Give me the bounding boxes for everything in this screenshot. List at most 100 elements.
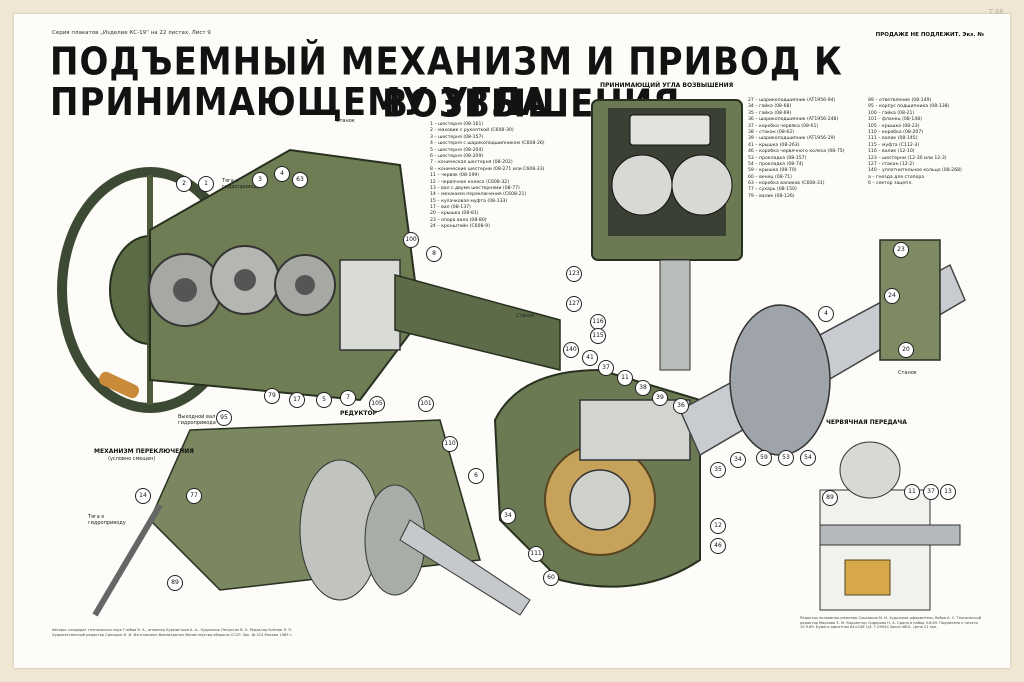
worm-gearbox xyxy=(493,368,701,588)
legend-left: 1 – шестерня (08-161) 2 – маховик с руко… xyxy=(430,122,545,231)
legend-item: 13 – вал с двумя шестернями (08-77) xyxy=(430,185,520,191)
label-stanok-mid: Станок xyxy=(516,313,535,319)
callout: 7 xyxy=(340,390,356,406)
legend-right: 89 – ответвление (08-149) 95 – корпус по… xyxy=(868,98,962,187)
callout: 46 xyxy=(710,538,726,554)
callout: 77 xyxy=(186,488,202,504)
callout: 101 xyxy=(418,396,434,412)
switch-title: МЕХАНИЗМ ПЕРЕКЛЮЧЕНИЯ xyxy=(94,448,194,455)
callout: 24 xyxy=(884,288,900,304)
callout: 54 xyxy=(800,450,816,466)
callout: 2 xyxy=(176,176,192,192)
callout: 23 xyxy=(893,242,909,258)
poster-title-line-1: ПОДЪЕМНЫЙ МЕХАНИЗМ И ПРИВОД К ПРИНИМАЮЩЕ… xyxy=(50,39,843,125)
callout: 34 xyxy=(730,452,746,468)
callout: 53 xyxy=(778,450,794,466)
switch-subtitle: (условно смещен) xyxy=(108,456,156,462)
callout: 35 xyxy=(710,462,726,478)
callout: 38 xyxy=(635,380,651,396)
footer-credits-left: Авторы: кандидат технических наук Глебов… xyxy=(52,628,293,637)
callout: 11 xyxy=(617,370,633,386)
legend-item: б – сектор зацепл. xyxy=(868,181,913,187)
legend-item: 127 – стакан (12-2) xyxy=(868,161,915,167)
callout: 115 xyxy=(590,328,606,344)
legend-item: 110 – коробка (08-207) xyxy=(868,129,924,135)
callout: 8 xyxy=(426,246,442,262)
legend-item: 59 – крышка (08-70) xyxy=(748,168,797,174)
reducer-housing xyxy=(148,148,422,402)
legend-item: 7 – коническая шестерня (08-202) xyxy=(430,160,513,166)
callout: 3 xyxy=(252,172,268,188)
restriction-note: ПРОДАЖЕ НЕ ПОДЛЕЖИТ. Экз. № xyxy=(875,32,984,38)
callout: 105 xyxy=(369,396,385,412)
legend-item: 39 – шарикоподшипник (AT1956-29) xyxy=(748,136,836,142)
label-tyaga-top: Тяга к гидроприводу xyxy=(222,178,260,190)
worm-title: ЧЕРВЯЧНАЯ ПЕРЕДАЧА xyxy=(826,419,907,426)
legend-mid: 27 – шарикоподшипник (AT1956-94) 34 – га… xyxy=(748,98,844,200)
footer-credits-right: Редактор полковник-инженер Сошников М. И… xyxy=(800,616,982,630)
legend-item: 11 – червяк (08-199) xyxy=(430,173,480,179)
callout: 39 xyxy=(652,390,668,406)
legend-item: 46 – коробка червячного колеса (08-75) xyxy=(748,149,845,155)
callout: 41 xyxy=(582,350,598,366)
callout: 123 xyxy=(566,266,582,282)
callout: 20 xyxy=(898,342,914,358)
callout: 37 xyxy=(923,484,939,500)
callout: 11 xyxy=(904,484,920,500)
callout: 79 xyxy=(264,388,280,404)
legend-item: 24 – кронштейн (С608-9) xyxy=(430,224,490,230)
receiver-illustration xyxy=(591,99,743,371)
receiver-title: ПРИНИМАЮЩИЙ УГЛА ВОЗВЫШЕНИЯ xyxy=(600,82,734,89)
callout: 111 xyxy=(528,546,544,562)
legend-item: 89 – ответвление (08-149) xyxy=(868,98,932,103)
legend-item: 2 – маховик с рукояткой (С608-30) xyxy=(430,128,514,134)
legend-item: 41 – крышка (08-263) xyxy=(748,142,800,148)
callout: 12 xyxy=(710,518,726,534)
legend-item: 37 – коробка червяка (08-61) xyxy=(748,123,819,129)
legend-item: 105 – крышка (08-23) xyxy=(868,123,920,129)
legend-item: 79 – валик (08-126) xyxy=(748,193,795,199)
legend-item: 1 – шестерня (08-161) xyxy=(430,122,484,127)
callout: 6 xyxy=(468,468,484,484)
legend-item: 27 – шарикоподшипник (AT1956-94) xyxy=(748,98,836,103)
callout: 13 xyxy=(940,484,956,500)
callout: 4 xyxy=(274,166,290,182)
legend-item: 6 – шестерня (08-209) xyxy=(430,153,484,159)
series-line: Серия плакатов „Изделие КС-19“ на 22 лис… xyxy=(52,30,211,36)
callout: 63 xyxy=(292,172,308,188)
legend-item: 5 – шестерня (08-204) xyxy=(430,147,484,153)
legend-item: 115 – муфта (С112-3) xyxy=(868,142,920,148)
legend-item: 100 – гайка (08-21) xyxy=(868,110,915,116)
callout: 5 xyxy=(316,392,332,408)
callout: 17 xyxy=(289,392,305,408)
legend-item: 20 – крышка (08-81) xyxy=(430,211,479,217)
label-stanok-right: Станок xyxy=(898,370,917,376)
legend-item: 60 – венец (08-71) xyxy=(748,174,792,180)
callout: 60 xyxy=(543,570,559,586)
legend-item: 54 – прокладка (08-74) xyxy=(748,161,804,167)
legend-item: 15 – кулачковая муфта (08-133) xyxy=(430,198,508,204)
corner-mark: Т 66 xyxy=(988,8,1004,16)
worm-transmission-detail xyxy=(819,441,961,611)
callout: 37 xyxy=(598,360,614,376)
callout: 4 xyxy=(818,306,834,322)
legend-item: 8 – конические шестерни (08-271 или С608… xyxy=(430,166,545,172)
callout: 95 xyxy=(216,410,232,426)
legend-item: 101 – фланец (08-148) xyxy=(868,117,922,123)
callout: 110 xyxy=(442,436,458,452)
callout: 1 xyxy=(198,176,214,192)
legend-item: 14 – механизм переключения (С608-21) xyxy=(430,192,527,198)
legend-item: 36 – шарикоподшипник (AT1956-248) xyxy=(748,117,839,123)
callout: 36 xyxy=(673,398,689,414)
callout: 100 xyxy=(403,232,419,248)
legend-item: 23 – опора вала (08-80) xyxy=(430,217,487,223)
callout: 59 xyxy=(756,450,772,466)
legend-item: 38 – стакан (08-62) xyxy=(748,129,795,135)
label-tyaga-bottom: Тяга к гидроприводу xyxy=(88,514,126,526)
legend-item: а – гнезда для стопора xyxy=(868,174,925,180)
label-vyhodnoy-val: Выходной вал гидропривода xyxy=(178,414,216,426)
legend-item: 140 – уплотнительное кольцо (08-268) xyxy=(868,168,962,174)
legend-item: 111 – валик (08-145) xyxy=(868,136,918,142)
legend-item: 123 – шестерни (12-30 или 12-3) xyxy=(868,155,947,161)
